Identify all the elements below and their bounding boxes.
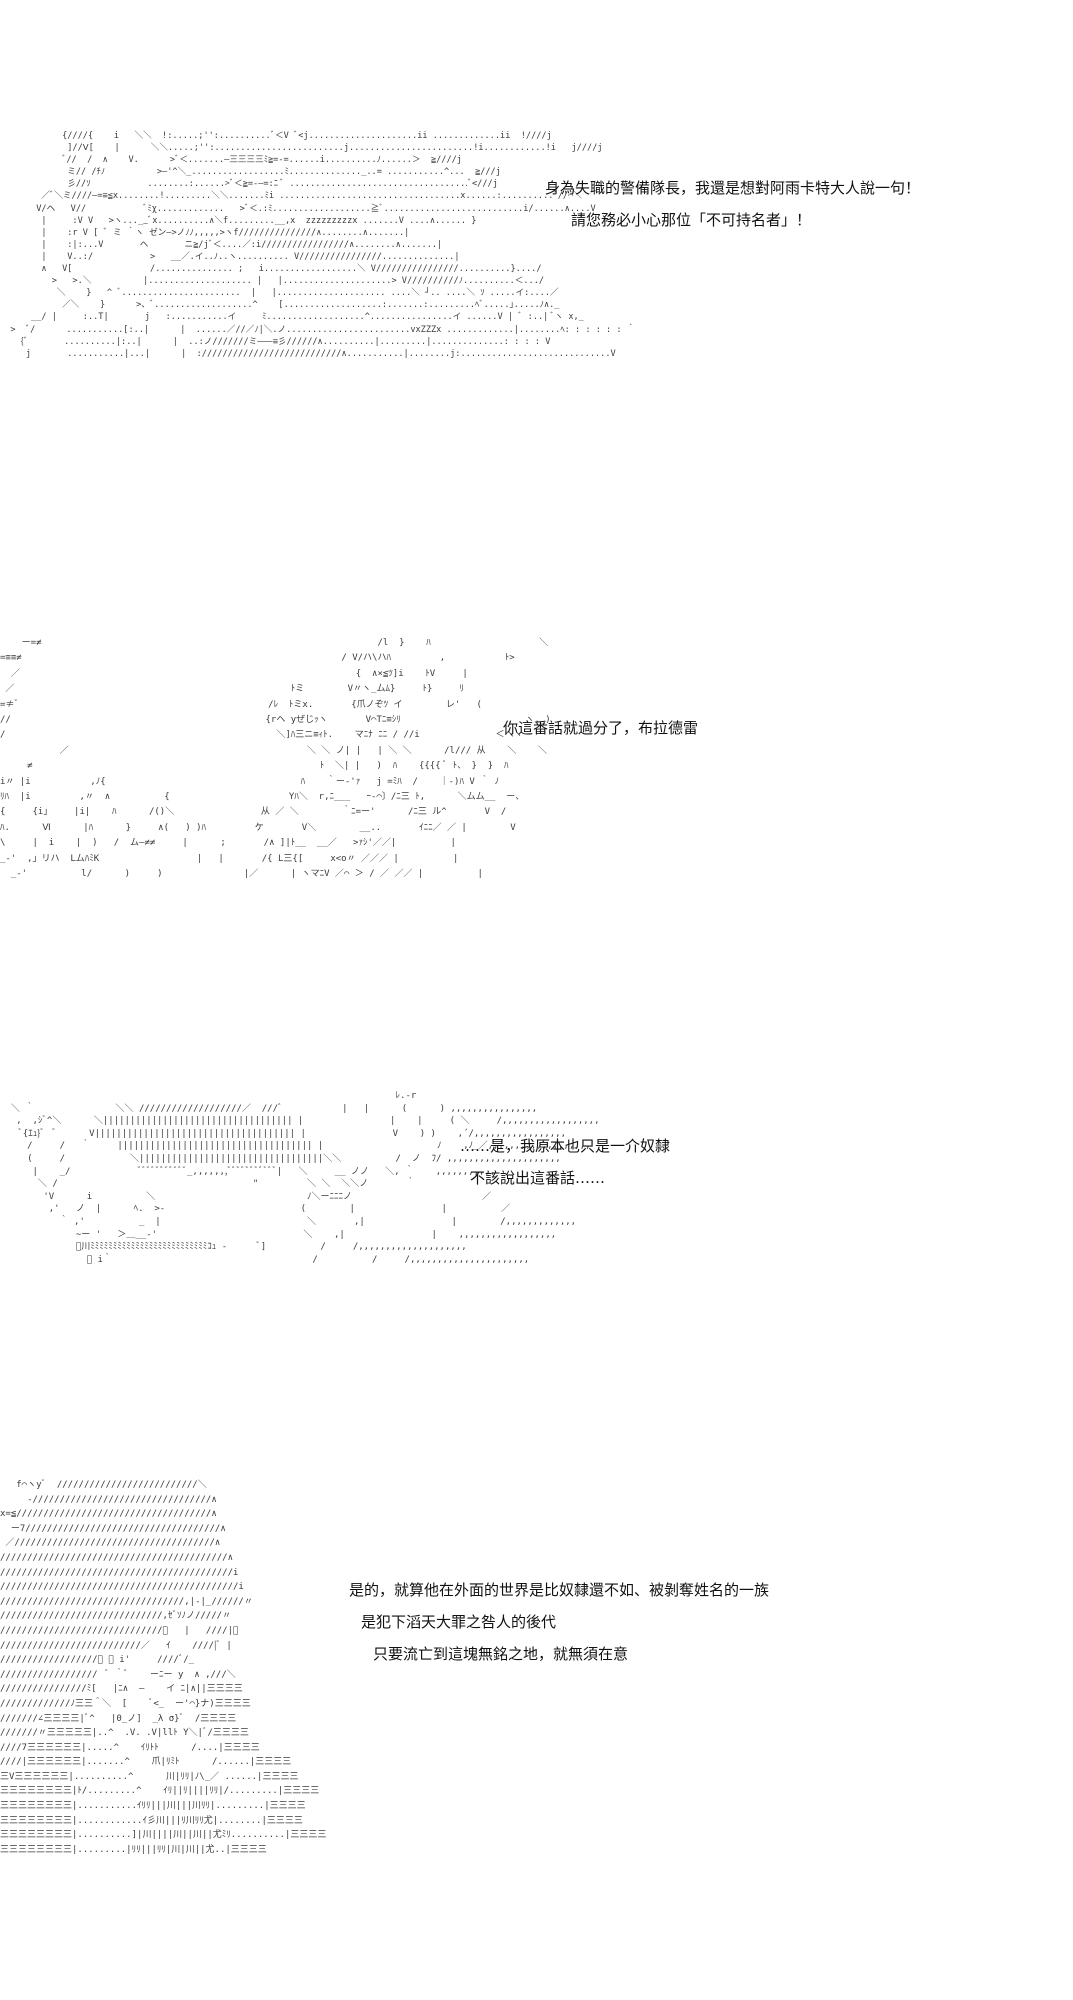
dialogue-line: 只要流亡到這塊無銘之地，就無須在意 [373,1645,629,1663]
dialogue-guard-captain: 身為失職的警備隊長，我還是想對阿雨卡特大人說一句！ 請您務必小心那位「不可持名者… [545,172,920,236]
dialogue-line: ……是，我原本也只是一介奴隸 [460,1137,671,1155]
dialogue-line: 請您務必小心那位「不可持名者」！ [571,211,812,229]
dialogue-line: 是的，就算他在外面的世界是比奴隸還不如、被剝奪姓名的一族 [349,1581,770,1599]
dialogue-line: 是犯下滔天大罪之咎人的後代 [361,1613,557,1631]
dialogue-line: 你這番話就過分了，布拉德雷 [503,719,699,737]
ascii-art-crowd: ー=≠ /l } ﾊ ＼ =≡≡≠ / V/ハ\ハﾊ , ﾄ> ／ [0,638,551,880]
dialogue-crowd: 你這番話就過分了，布拉德雷 [503,712,698,744]
ascii-art-hooded-figure: f⌒ヽyﾞ //////////////////////////＼ -/////… [0,1480,327,1855]
dialogue-line: 不該說出這番話…… [470,1169,606,1187]
ascii-art-guard-captain: {////{ i ＼＼ !:.....;'':..........ﾞ＜V ﾞ<j… [10,131,636,359]
dialogue-hooded-figure: 是的，就算他在外面的世界是比奴隸還不如、被剝奪姓名的一族 是犯下滔天大罪之咎人的… [349,1574,769,1670]
dialogue-line: 身為失職的警備隊長，我還是想對阿雨卡特大人說一句！ [545,179,921,197]
ascii-art-kneeling-captain: ﾚ.-r ＼ ｀ ＼＼ ///////////////////／ ///ﾞ | … [10,1091,600,1265]
dialogue-kneeling-captain: ……是，我原本也只是一介奴隸 不該說出這番話…… [460,1130,670,1194]
